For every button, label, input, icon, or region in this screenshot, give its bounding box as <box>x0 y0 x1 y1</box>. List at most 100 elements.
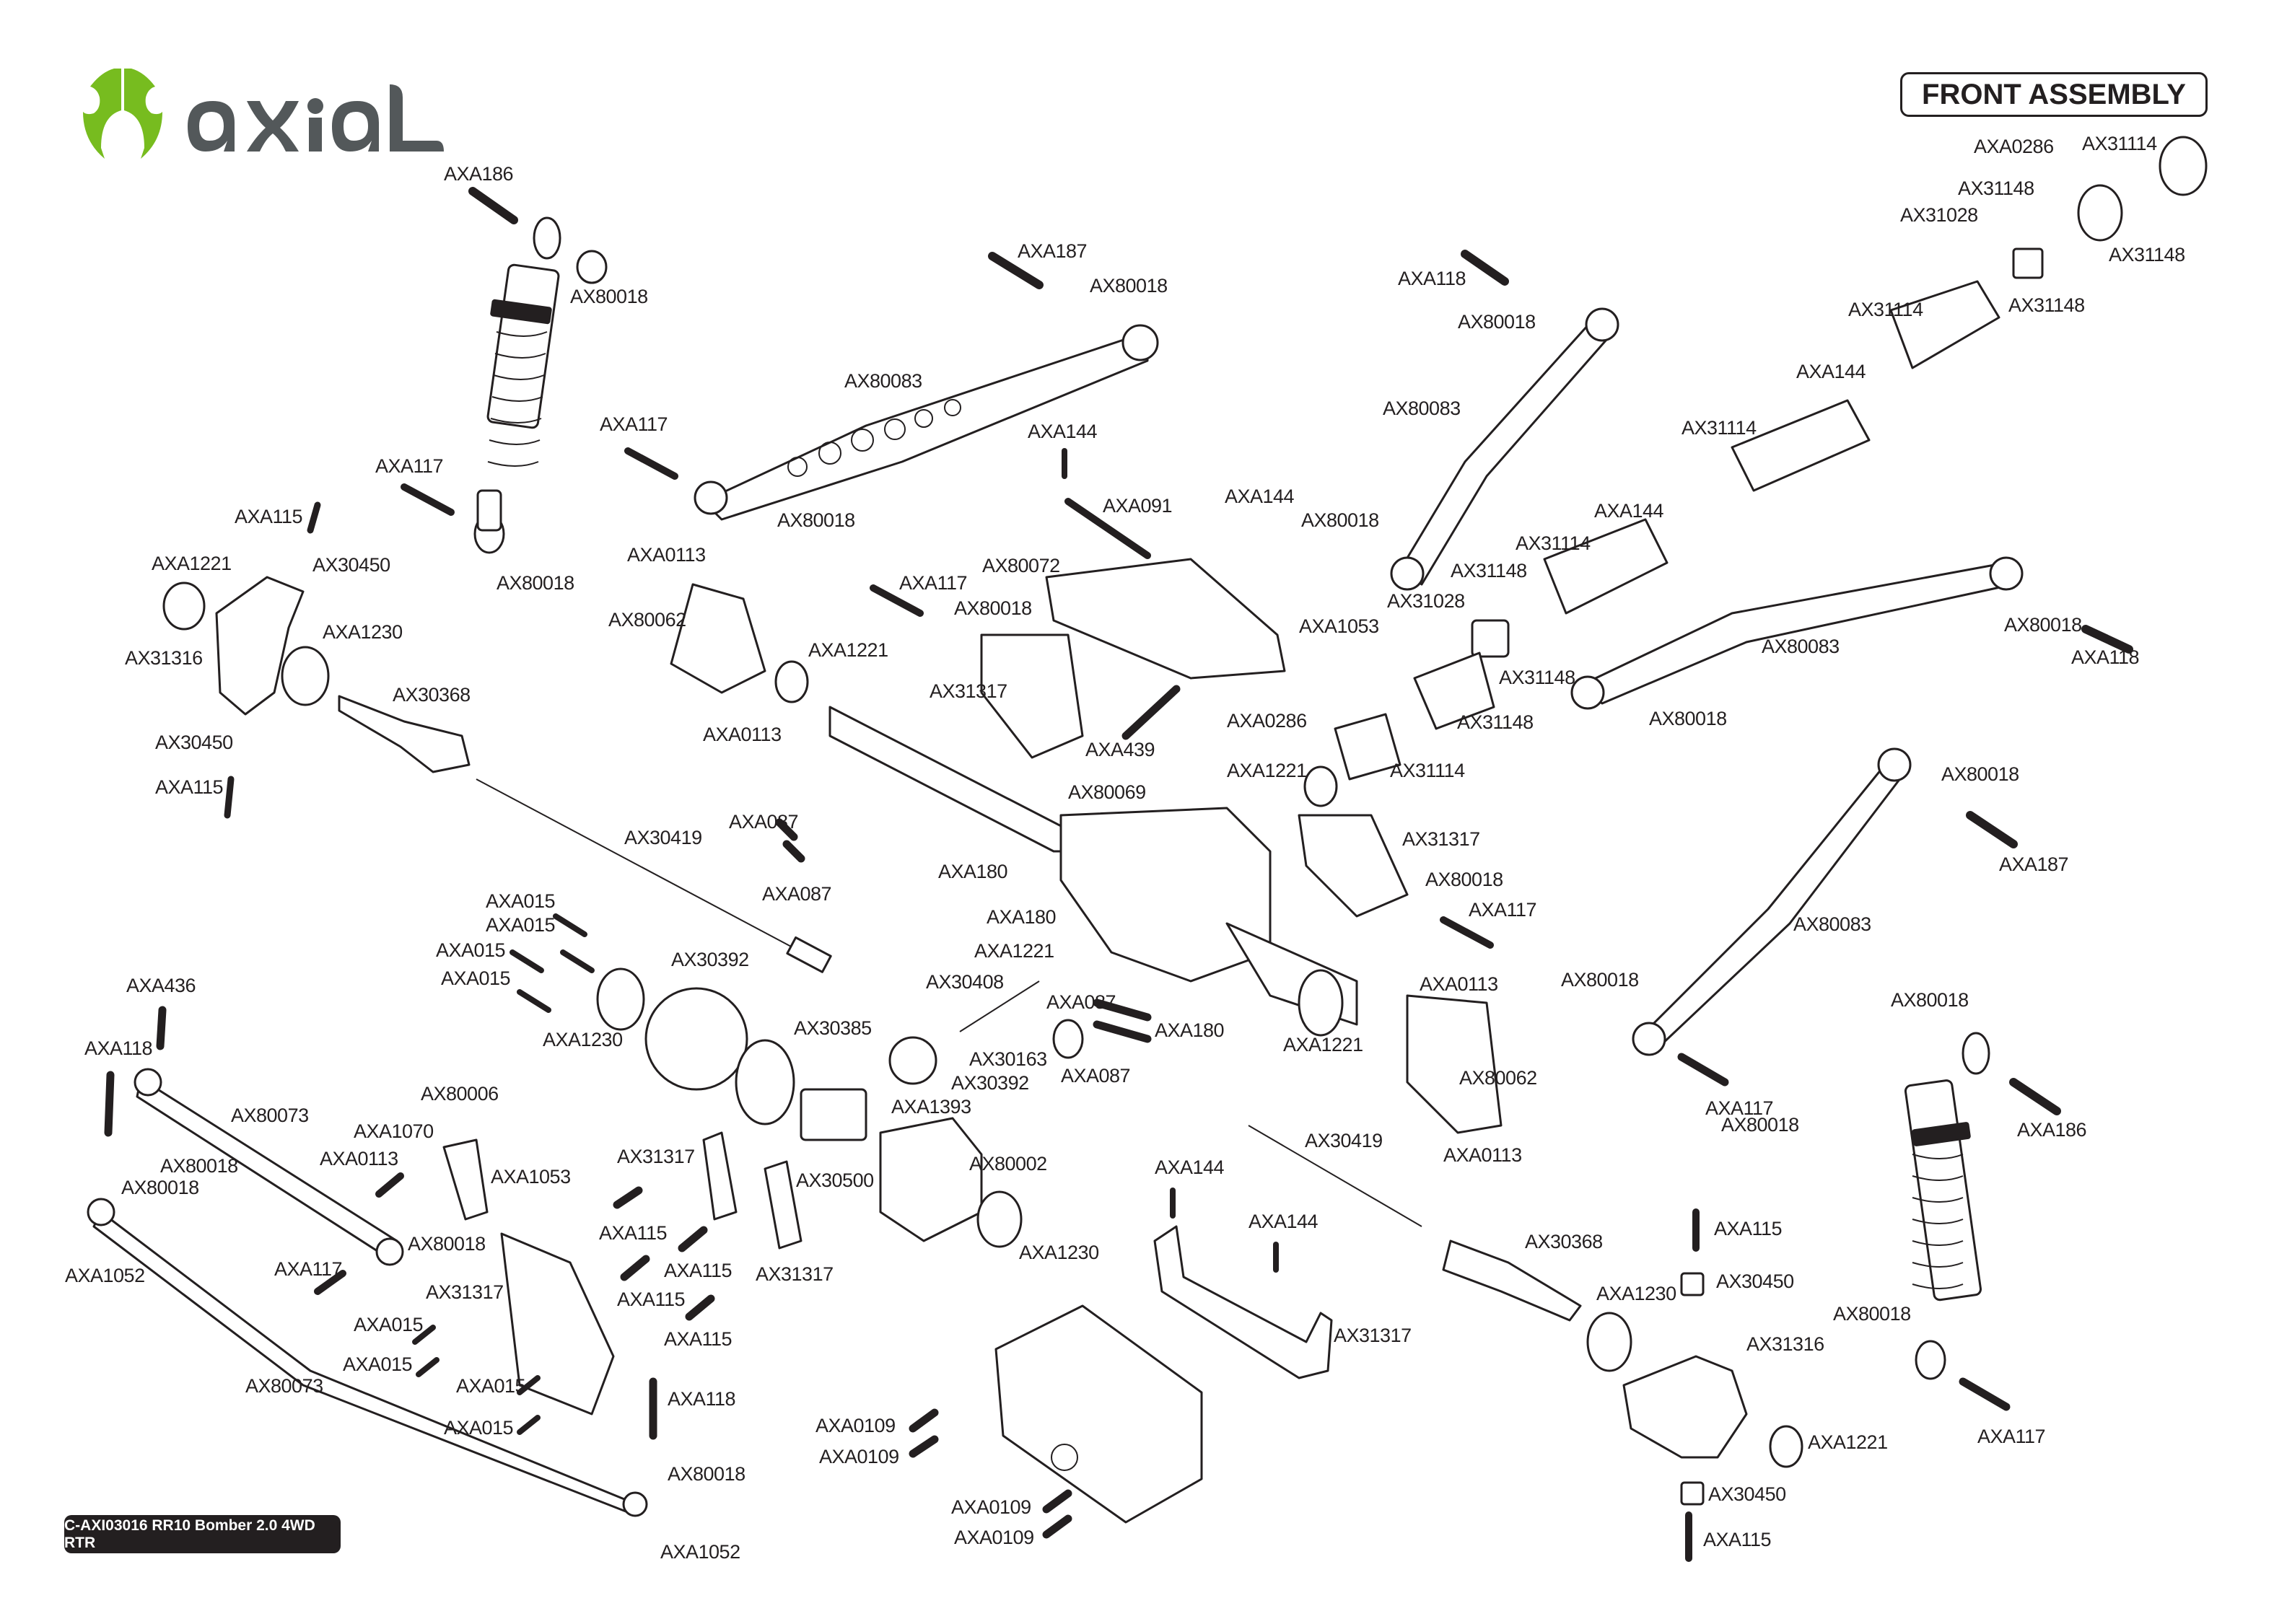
part-number-label: AXA115 <box>235 506 302 527</box>
part-number-label: AXA186 <box>2017 1119 2086 1141</box>
part-number-label: AXA0113 <box>1443 1144 1522 1166</box>
part-number-label: AXA0109 <box>819 1446 899 1467</box>
part-number-label: AX31316 <box>1746 1333 1824 1355</box>
section-title-box: FRONT ASSEMBLY <box>1900 72 2208 117</box>
part-number-label: AXA187 <box>1018 240 1087 262</box>
part-number-label: AX30450 <box>1716 1270 1794 1292</box>
part-number-label: AXA0113 <box>627 544 706 566</box>
part-number-label: AX30419 <box>1305 1130 1383 1151</box>
upper-link-right <box>1390 307 1619 591</box>
part-number-label: AXA015 <box>486 890 555 912</box>
part-number-label: AX80018 <box>1090 275 1168 297</box>
part-number-label: AXA144 <box>1594 500 1664 522</box>
bracket-ax31317-upper <box>980 633 1084 759</box>
pivot-ball-left-top <box>576 250 608 284</box>
part-number-label: AX31114 <box>1516 532 1591 554</box>
part-number-label: AX31028 <box>1900 204 1978 226</box>
part-number-label: AX30392 <box>671 949 749 970</box>
part-number-label: AX31148 <box>1499 667 1575 688</box>
part-number-label: AXA1230 <box>1019 1242 1099 1263</box>
part-number-label: AXA117 <box>274 1258 342 1280</box>
part-number-label: AXA187 <box>1999 853 2068 875</box>
part-number-label: AXA1053 <box>491 1166 571 1188</box>
part-number-label: AXA0109 <box>954 1527 1034 1548</box>
part-number-label: AX80018 <box>954 597 1032 619</box>
part-number-label: AXA118 <box>1398 268 1466 289</box>
part-number-label: AX80073 <box>245 1375 323 1397</box>
part-number-label: AXA436 <box>126 975 196 996</box>
part-number-label: AXA115 <box>599 1222 667 1244</box>
part-number-label: AXA144 <box>1248 1211 1319 1232</box>
part-number-label: AX80006 <box>421 1083 499 1105</box>
screw-axa117 <box>624 447 678 480</box>
part-number-label: AXA117 <box>899 572 967 594</box>
servo-horn <box>442 1138 489 1221</box>
part-number-label: AX80018 <box>497 572 574 594</box>
part-number-label: AXA117 <box>600 413 668 435</box>
part-number-label: AX80018 <box>121 1177 199 1198</box>
part-number-label: AX30450 <box>1708 1483 1786 1505</box>
part-number-label: AXA015 <box>486 914 555 936</box>
ring-gear <box>644 987 748 1091</box>
part-number-label: AXA1053 <box>1299 615 1379 637</box>
part-number-label: AXA117 <box>1705 1097 1773 1119</box>
part-number-label: AX31317 <box>426 1281 504 1303</box>
cv-axle-left <box>338 695 471 773</box>
part-number-label: AX31148 <box>1958 177 2034 199</box>
part-number-label: AXA1230 <box>323 621 403 643</box>
part-number-label: AX80069 <box>1068 781 1146 803</box>
part-number-label: AXA1221 <box>152 553 232 574</box>
model-name: C-AXI03016 RR10 Bomber 2.0 4WD RTR <box>64 1517 315 1551</box>
part-number-label: AXA015 <box>354 1314 423 1335</box>
part-number-label: AX80018 <box>1891 989 1969 1011</box>
part-number-label: AXA117 <box>375 455 443 477</box>
part-number-label: AX80072 <box>982 555 1060 576</box>
pinion-gear <box>888 1036 937 1085</box>
part-number-label: AXA180 <box>987 906 1056 928</box>
part-number-label: AX31114 <box>1682 417 1757 439</box>
axle-c-hub-right <box>1406 994 1503 1134</box>
part-number-label: AX80083 <box>844 370 922 392</box>
center-driveshaft <box>1303 136 2208 807</box>
part-number-label: AXA1230 <box>543 1029 623 1050</box>
part-number-label: AX80083 <box>1793 913 1871 935</box>
servo-mount <box>1153 1225 1333 1379</box>
part-number-label: AX31148 <box>2109 244 2185 265</box>
part-number-label: AX31148 <box>1457 711 1534 733</box>
bearing-left-1 <box>162 581 206 631</box>
part-number-label: AX30450 <box>155 732 233 753</box>
part-number-label: AXA115 <box>664 1260 732 1281</box>
part-number-label: AXA091 <box>1103 495 1172 517</box>
part-number-label: AXA144 <box>1155 1156 1225 1178</box>
part-number-label: AXA0286 <box>1974 136 2054 157</box>
part-number-label: AXA1221 <box>1227 760 1307 781</box>
drive-shaft-right <box>1248 1125 1422 1227</box>
part-number-label: AXA144 <box>1796 361 1866 382</box>
part-number-label: AXA118 <box>668 1388 735 1410</box>
part-number-label: AX80083 <box>1383 398 1461 419</box>
part-number-label: AX31114 <box>1390 760 1465 781</box>
part-number-label: AX31317 <box>1334 1325 1412 1346</box>
part-number-label: AX30368 <box>1525 1231 1603 1252</box>
screw-axa091 <box>1064 498 1151 559</box>
section-title: FRONT ASSEMBLY <box>1922 78 2186 110</box>
part-number-label: AX30408 <box>926 971 1004 993</box>
part-number-label: AX80018 <box>668 1463 745 1485</box>
part-number-label: AX80018 <box>1458 311 1536 333</box>
part-number-label: AXA1221 <box>808 639 888 661</box>
axle-c-hub-left <box>670 583 766 694</box>
diff-cover-ax31317 <box>500 1232 615 1415</box>
part-number-label: AX30385 <box>794 1017 872 1039</box>
part-number-label: AX31316 <box>125 647 203 669</box>
part-number-label: AXA115 <box>617 1289 685 1310</box>
part-number-label: AX80018 <box>160 1155 238 1177</box>
steering-links-left <box>87 1068 648 1517</box>
part-number-label: AX30392 <box>951 1072 1029 1094</box>
part-number-label: AXA0113 <box>703 724 782 745</box>
part-number-label: AXA015 <box>436 939 505 961</box>
part-number-label: AXA118 <box>2071 646 2139 668</box>
part-number-label: AXA015 <box>441 967 510 989</box>
part-number-label: AX31148 <box>1451 560 1527 581</box>
part-number-label: AX80018 <box>1561 969 1639 991</box>
part-number-label: AX80002 <box>969 1153 1047 1175</box>
